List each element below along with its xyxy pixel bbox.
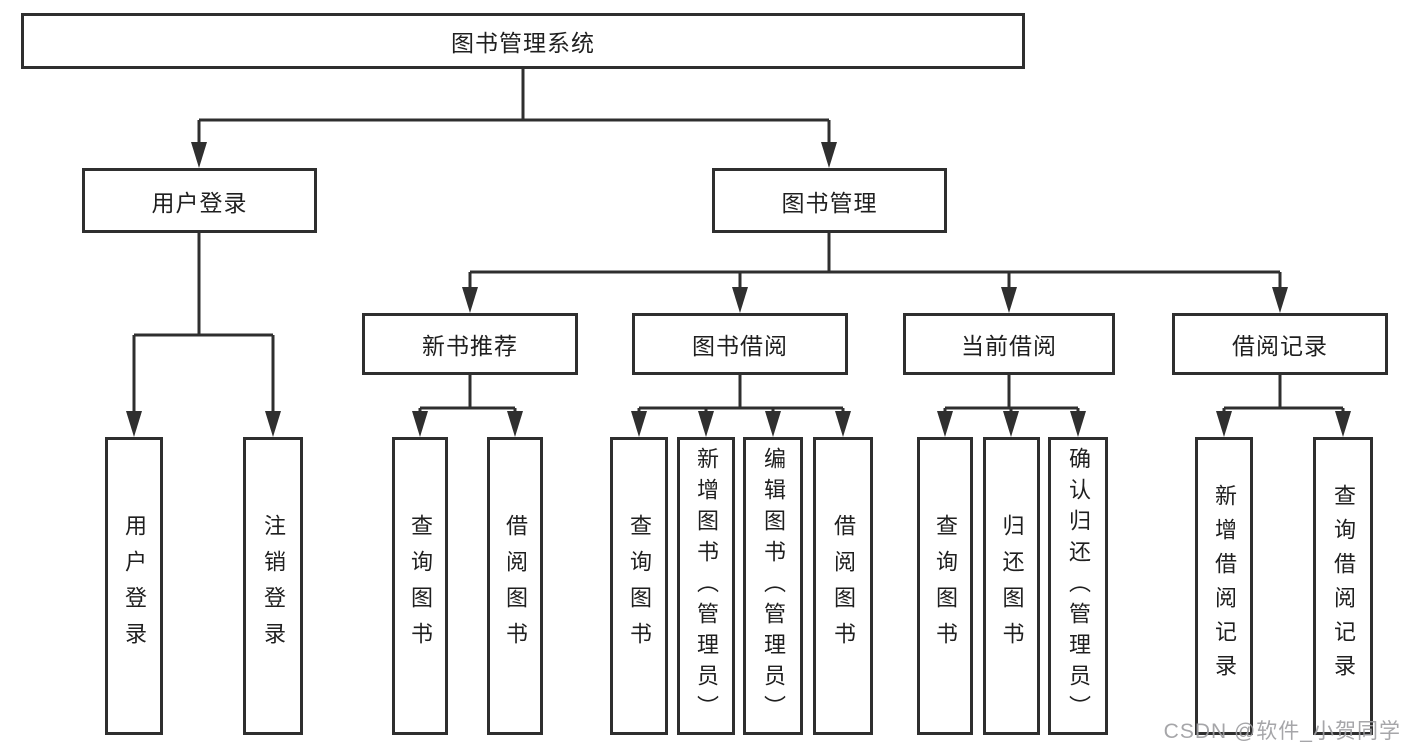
arrowhead bbox=[265, 411, 281, 437]
leaf-query-books-borrow: 查询图书 bbox=[610, 437, 668, 735]
arrowheads bbox=[126, 142, 1351, 437]
node-book-management: 图书管理 bbox=[712, 168, 947, 233]
node-new-book-recommend: 新书推荐 bbox=[362, 313, 578, 375]
arrowhead bbox=[765, 411, 781, 437]
leaf-query-borrow-record: 查询借阅记录 bbox=[1313, 437, 1373, 735]
node-book-borrow: 图书借阅 bbox=[632, 313, 848, 375]
leaf-add-borrow-record: 新增借阅记录 bbox=[1195, 437, 1253, 735]
leaf-logout: 注销登录 bbox=[243, 437, 303, 735]
arrowhead bbox=[126, 411, 142, 437]
arrowhead bbox=[1216, 411, 1232, 437]
leaf-label: 新增图书（管理员） bbox=[694, 446, 719, 726]
leaf-edit-books-admin: 编辑图书（管理员） bbox=[743, 437, 803, 735]
arrowhead bbox=[1335, 411, 1351, 437]
node-label: 借阅记录 bbox=[1232, 333, 1328, 359]
arrowhead bbox=[1003, 411, 1019, 437]
leaf-label: 新增借阅记录 bbox=[1212, 484, 1237, 688]
arrowhead bbox=[507, 411, 523, 437]
arrowhead bbox=[462, 287, 478, 313]
node-borrow-records: 借阅记录 bbox=[1172, 313, 1388, 375]
arrowhead bbox=[631, 411, 647, 437]
node-label: 图书管理 bbox=[781, 189, 878, 216]
leaf-label: 查询图书 bbox=[627, 514, 652, 658]
node-label: 图书管理系统 bbox=[451, 30, 595, 56]
leaf-label: 用户登录 bbox=[122, 514, 147, 658]
leaf-label: 注销登录 bbox=[261, 514, 286, 658]
leaf-label: 编辑图书（管理员） bbox=[761, 446, 786, 726]
node-root-system: 图书管理系统 bbox=[21, 13, 1025, 69]
arrowhead bbox=[937, 411, 953, 437]
arrowhead bbox=[698, 411, 714, 437]
node-user-login: 用户登录 bbox=[82, 168, 317, 233]
node-label: 图书借阅 bbox=[692, 333, 788, 359]
arrowhead bbox=[821, 142, 837, 168]
arrowhead bbox=[1070, 411, 1086, 437]
arrowhead bbox=[191, 142, 207, 168]
leaf-query-books-recommend: 查询图书 bbox=[392, 437, 448, 735]
node-current-borrow: 当前借阅 bbox=[903, 313, 1115, 375]
leaf-label: 查询借阅记录 bbox=[1331, 484, 1356, 688]
arrowhead bbox=[1272, 287, 1288, 313]
arrowhead bbox=[412, 411, 428, 437]
leaf-borrow-books-recommend: 借阅图书 bbox=[487, 437, 543, 735]
arrowhead bbox=[1001, 287, 1017, 313]
node-label: 新书推荐 bbox=[422, 333, 518, 359]
leaf-label: 借阅图书 bbox=[831, 514, 856, 658]
leaf-query-books-current: 查询图书 bbox=[917, 437, 973, 735]
arrowhead bbox=[835, 411, 851, 437]
leaf-add-books-admin: 新增图书（管理员） bbox=[677, 437, 735, 735]
leaf-return-books: 归还图书 bbox=[983, 437, 1040, 735]
leaf-label: 查询图书 bbox=[933, 514, 958, 658]
leaf-label: 归还图书 bbox=[999, 514, 1025, 658]
leaf-label: 确认归还（管理员） bbox=[1066, 446, 1091, 726]
leaf-borrow-books: 借阅图书 bbox=[813, 437, 873, 735]
leaf-user-login: 用户登录 bbox=[105, 437, 163, 735]
arrowhead bbox=[732, 287, 748, 313]
node-label: 当前借阅 bbox=[961, 333, 1057, 359]
leaf-label: 借阅图书 bbox=[503, 514, 528, 658]
leaf-label: 查询图书 bbox=[408, 514, 433, 658]
leaf-confirm-return-admin: 确认归还（管理员） bbox=[1048, 437, 1108, 735]
node-label: 用户登录 bbox=[151, 189, 248, 216]
